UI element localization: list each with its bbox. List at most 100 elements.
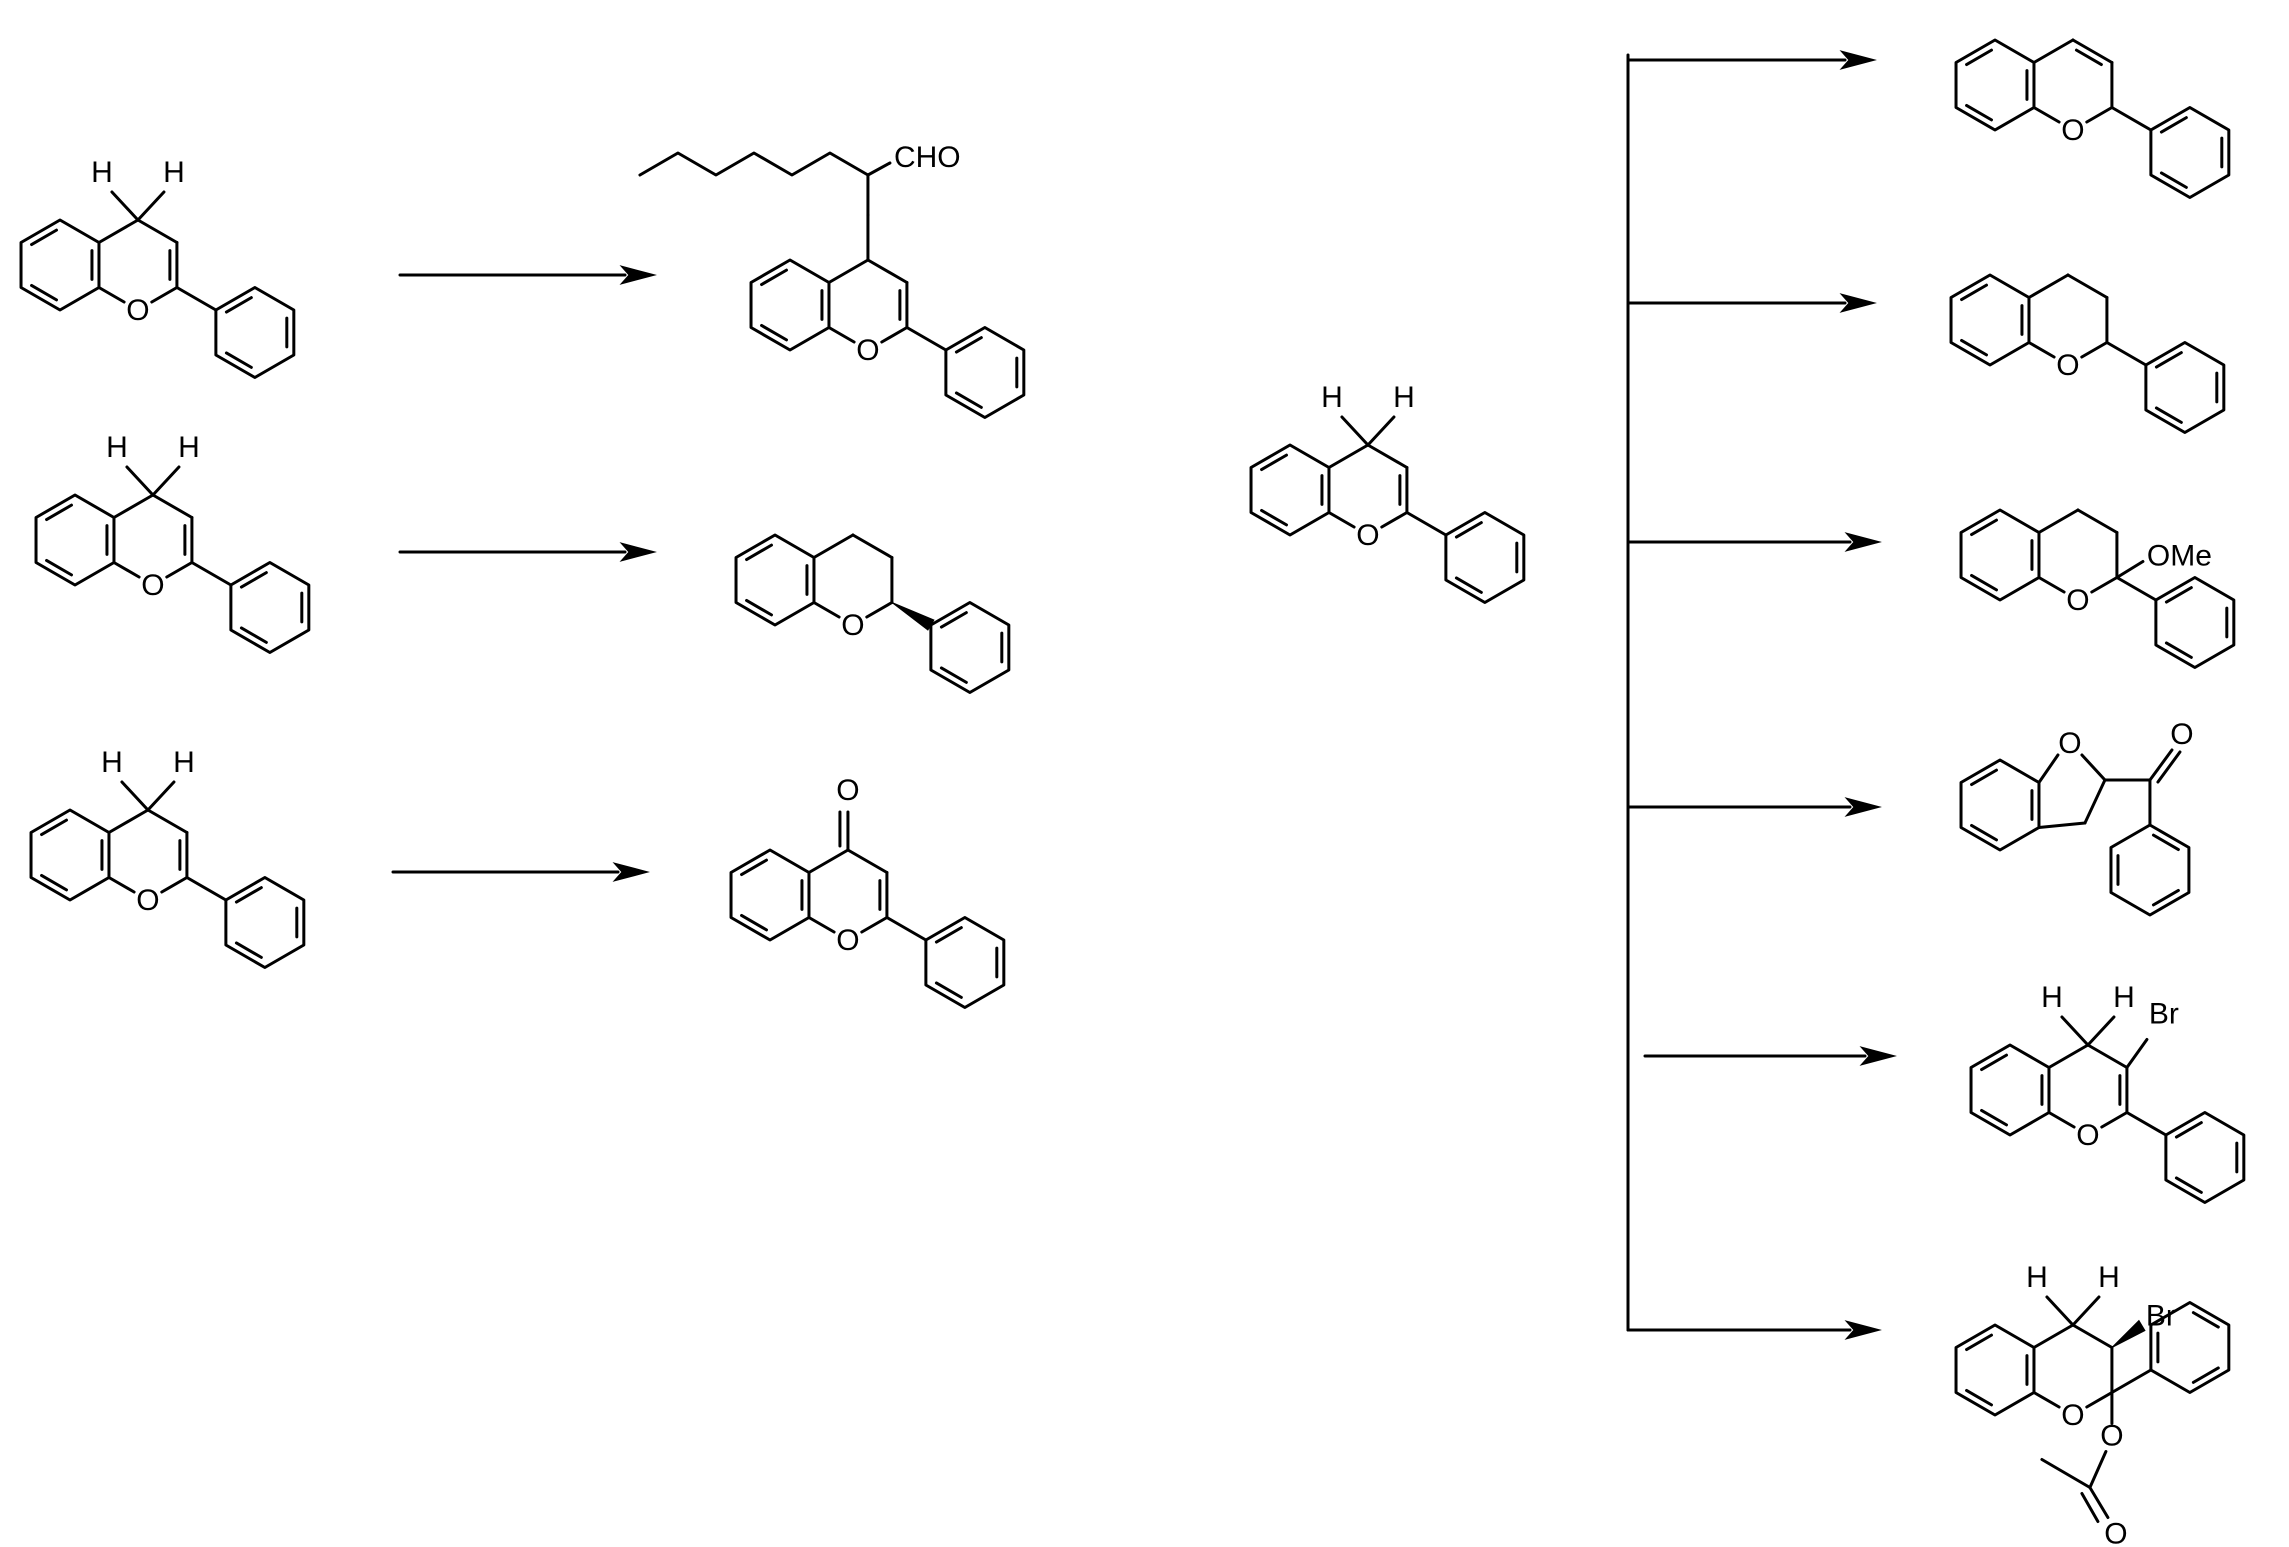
hydrogen-label: H: [173, 746, 195, 779]
2H-flavene-product: O: [1954, 38, 2231, 199]
hydrogen-label: H: [91, 156, 113, 189]
phenyl-ring: [944, 326, 1026, 419]
benzene-ring: [1969, 1043, 2051, 1137]
bond: [1327, 443, 1370, 469]
reaction-arrow-2: [398, 542, 657, 562]
c2-o-bond: [860, 916, 889, 934]
arrowhead: [1844, 532, 1882, 552]
double-bond-line: [1960, 338, 1988, 357]
bond: [2037, 508, 2080, 534]
c2-o-bond: [2080, 341, 2109, 359]
c2-o-bond: [2085, 1391, 2114, 1409]
double-bond-line: [2154, 351, 2183, 369]
arrowhead: [1844, 797, 1882, 817]
ring-oxygen-label: O: [1356, 519, 1379, 552]
bromine-label: Br: [2149, 997, 2179, 1030]
acetoxy-bond: [2088, 1450, 2108, 1489]
furan-o-bond: [2080, 753, 2107, 782]
bond: [2071, 1323, 2114, 1349]
double-bond-line: [1970, 573, 1998, 592]
benzene-ring: [19, 218, 101, 312]
ring-oxygen-label: O: [2061, 1399, 2084, 1432]
phenyl-ring: [214, 286, 296, 379]
double-bond-line: [2174, 1176, 2203, 1194]
benzene-ring: [1249, 443, 1331, 537]
ring-oxygen-label: O: [126, 294, 149, 327]
h-bond: [1366, 415, 1396, 447]
h-bond: [2071, 1295, 2101, 1327]
benzene-ring: [1959, 758, 2041, 852]
h-bond: [2086, 1015, 2116, 1047]
phenyl-bond: [175, 286, 218, 312]
double-bond-line: [239, 571, 268, 589]
bond: [851, 533, 894, 559]
phenyl-ring: [2109, 823, 2191, 917]
c8a-o-bond: [1327, 511, 1356, 529]
double-bond-line: [224, 351, 253, 369]
hydrogen-label: H: [178, 431, 200, 464]
double-bond-line: [40, 873, 68, 892]
c8a-o-bond: [107, 876, 136, 894]
bond: [846, 848, 889, 874]
phenyl-ring: [224, 876, 306, 969]
phenyl-ring: [229, 561, 311, 654]
double-bond-line: [1980, 1108, 2008, 1127]
phenyl-ring: [2154, 576, 2236, 669]
h-bond: [125, 465, 155, 497]
phenyl-bond: [2110, 106, 2153, 132]
phenyl-ring: [2149, 106, 2231, 199]
c8a-o-bond: [812, 601, 841, 619]
bond: [2047, 1043, 2090, 1069]
acetyl-double-line: [2080, 1492, 2100, 1523]
furan-o-bond: [2037, 753, 2060, 784]
phenyl-ring: [924, 916, 1006, 1009]
double-bond-line: [30, 283, 58, 302]
double-bond-line: [1970, 823, 1998, 842]
double-bond-line: [939, 666, 968, 684]
acetyl-carbonyl-bond: [2088, 1486, 2110, 1519]
bond: [866, 258, 909, 284]
double-bond-line: [234, 941, 263, 959]
double-bond-line: [1965, 48, 1993, 67]
double-bond-line: [2159, 116, 2188, 134]
phenyl-bond: [905, 326, 948, 352]
ring-oxygen-label: O: [856, 334, 879, 367]
phenyl-bond: [2115, 576, 2158, 602]
arrowhead: [619, 542, 657, 562]
double-bond-line: [954, 391, 983, 409]
branch-arrow-3: [1626, 532, 1882, 552]
acetoxy-oxygen-label: O: [2100, 1419, 2123, 1452]
bond: [97, 218, 140, 244]
benzene-ring: [1959, 508, 2041, 602]
ketone-oxygen-label: O: [2170, 718, 2193, 751]
benzene-ring: [1954, 38, 2036, 132]
double-bond-line: [2164, 641, 2193, 659]
double-bond-line: [224, 296, 253, 314]
carbonyl-double-line: [2156, 750, 2182, 784]
c8a-o-bond: [807, 916, 836, 934]
hydrogen-label: H: [2098, 1261, 2120, 1294]
double-bond-line: [740, 913, 768, 932]
double-bond-line: [740, 858, 768, 877]
phenyl-bond: [2105, 341, 2148, 367]
bond: [2027, 273, 2070, 299]
bond: [2066, 273, 2109, 299]
furan-oxygen-label: O: [2058, 727, 2081, 760]
c2-o-bond: [2085, 106, 2114, 124]
h-bond: [2060, 1015, 2090, 1047]
h-bond: [151, 465, 181, 497]
bond: [151, 493, 194, 519]
acetyl-oxygen-label: O: [2104, 1517, 2127, 1547]
ring-oxygen-label: O: [2056, 349, 2079, 382]
c2-o-bond: [865, 601, 894, 619]
double-bond-line: [1260, 453, 1288, 472]
bond: [107, 808, 150, 834]
double-bond-line: [760, 323, 788, 342]
ring-oxygen-label: O: [2076, 1119, 2099, 1152]
double-bond-line: [745, 598, 773, 617]
stereo-wedge: [891, 602, 935, 631]
